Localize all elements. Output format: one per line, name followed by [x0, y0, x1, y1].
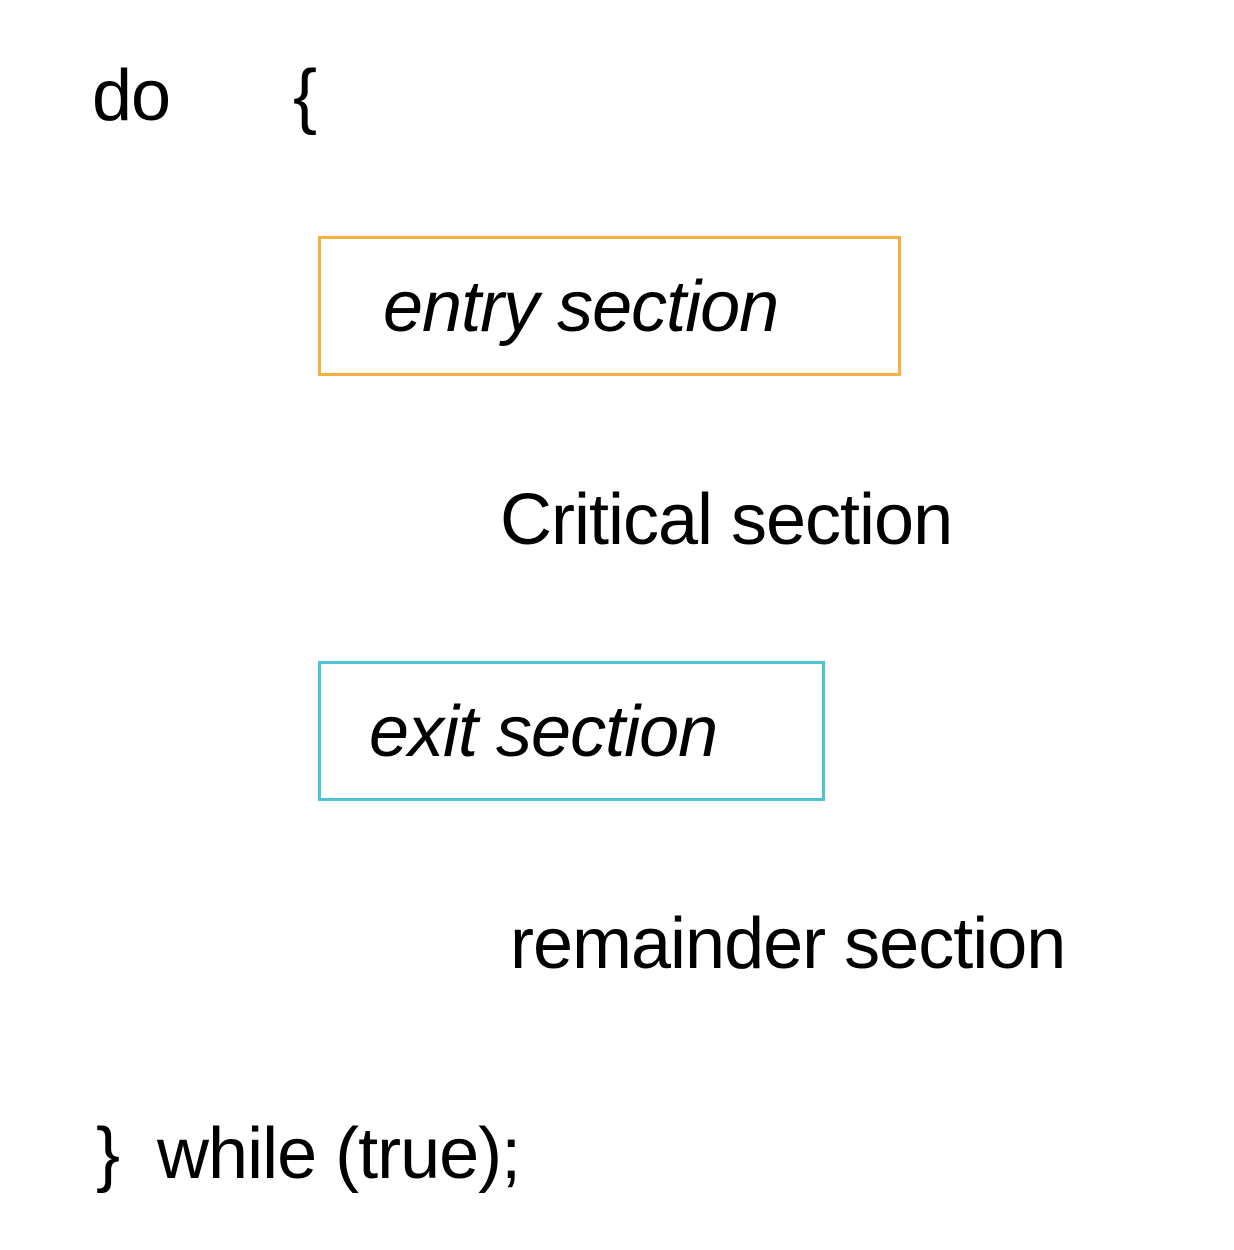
exit-section-label: exit section — [369, 692, 718, 772]
remainder-section-label: remainder section — [510, 904, 1066, 984]
while-clause: while (true); — [157, 1114, 521, 1194]
exit-section-box: exit section — [318, 661, 825, 801]
do-keyword: do — [92, 56, 171, 136]
closing-line: }while (true); — [96, 1118, 521, 1190]
entry-section-label: entry section — [383, 267, 779, 347]
critical-section-label: Critical section — [500, 480, 953, 560]
close-brace: } — [96, 1114, 120, 1194]
entry-section-box: entry section — [318, 236, 901, 376]
open-brace: { — [293, 56, 317, 136]
